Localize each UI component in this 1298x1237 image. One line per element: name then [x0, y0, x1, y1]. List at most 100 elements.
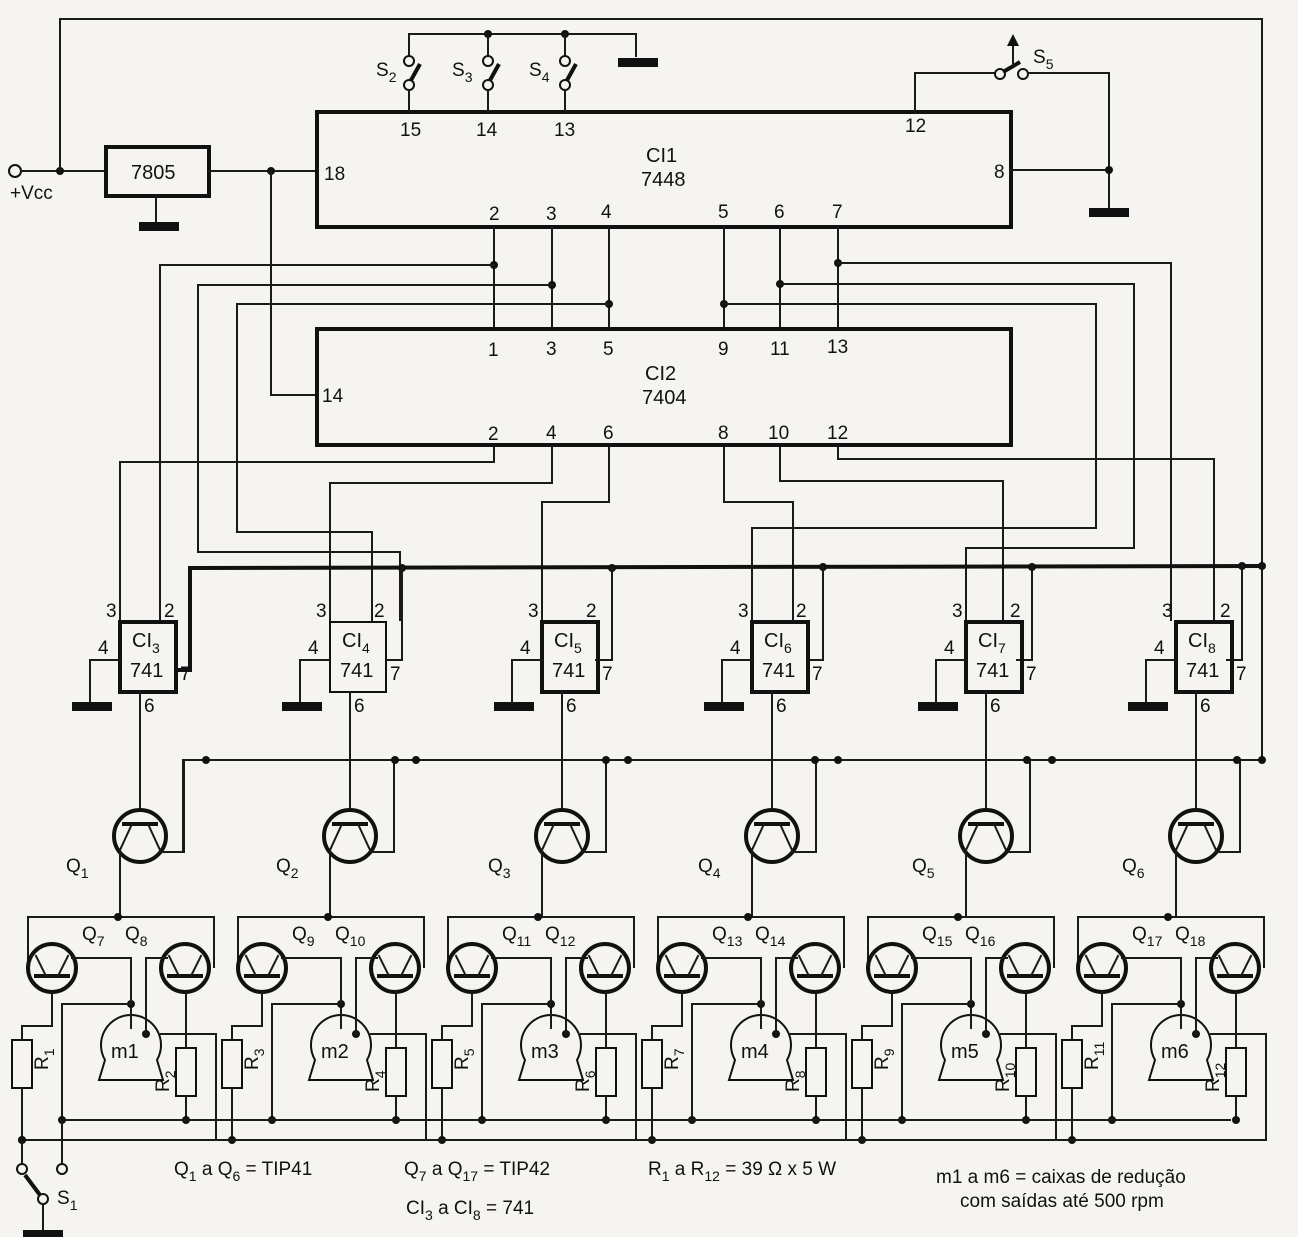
transistor-label: Q3: [488, 856, 511, 881]
pin-label: 3: [528, 601, 539, 622]
switch-s4-label: S4: [529, 60, 550, 85]
opamp-name: CI5: [554, 630, 582, 656]
pin-label: 6: [354, 696, 365, 717]
pin-label: 2: [489, 204, 500, 225]
transistor-label: Q12: [545, 924, 576, 949]
ic1-7448: CI1 7448 15 14 13 12 18 8 2 3 4 5 6 7: [315, 110, 1013, 229]
opamp-name: CI3: [132, 630, 160, 656]
resistor-icon: [641, 1039, 663, 1089]
transistor-q1: Q1: [66, 756, 210, 918]
transistor-label: Q6: [1122, 856, 1145, 881]
pin-label: 18: [324, 164, 345, 185]
ground-icon: [72, 702, 112, 711]
pin-label: 3: [1162, 601, 1173, 622]
resistor-icon: [431, 1039, 453, 1089]
pin-label: 4: [730, 638, 741, 659]
resistor-icon: [1061, 1039, 1083, 1089]
pin-label: 2: [374, 601, 385, 622]
resistor-icon: [11, 1039, 33, 1089]
ground-icon: [704, 702, 744, 711]
pin-label: 7: [390, 664, 401, 685]
ground-icon: [1128, 702, 1168, 711]
note-motors-line1: m1 a m6 = caixas de redução: [936, 1167, 1186, 1188]
pin-label: 2: [1010, 601, 1021, 622]
transistor-icon: [656, 942, 708, 994]
resistor-label: R10: [993, 1062, 1018, 1092]
pin-label: 6: [1200, 696, 1211, 717]
pin-label: 9: [718, 339, 729, 360]
pin-label: 4: [520, 638, 531, 659]
pin-label: 2: [1220, 601, 1231, 622]
note-ci3-ci8: CI3 a CI8 = 741: [406, 1198, 534, 1223]
resistor-label: R4: [363, 1070, 388, 1092]
ground-icon: [494, 702, 534, 711]
ic2-name: CI2: [645, 363, 676, 385]
pin-label: 7: [812, 664, 823, 685]
transistor-q6: Q6: [1122, 756, 1266, 918]
transistor-q4: Q4: [698, 756, 842, 918]
switch-s2-label: S2: [376, 60, 397, 85]
pin-label: 3: [106, 601, 117, 622]
transistor-icon: [744, 808, 800, 864]
transistor-icon: [999, 942, 1051, 994]
transistor-label: Q2: [276, 856, 299, 881]
transistor-icon: [534, 808, 590, 864]
pin-label: 4: [944, 638, 955, 659]
resistor-label: R11: [1082, 1042, 1107, 1070]
ic1-name: CI1: [646, 145, 677, 167]
pin-label: 8: [718, 423, 729, 444]
transistor-icon: [1076, 942, 1128, 994]
resistor-label: R5: [452, 1048, 477, 1070]
pin-label: 11: [770, 339, 790, 360]
transistor-label: Q5: [912, 856, 935, 881]
bus-wiring: [119, 226, 1266, 853]
resistor-icon: [805, 1047, 827, 1097]
resistor-icon: [851, 1039, 873, 1089]
opamp-body: [750, 620, 810, 694]
resistor-icon: [175, 1047, 197, 1097]
opamp-part: 741: [976, 660, 1009, 682]
pin-label: 1: [488, 340, 499, 361]
mode-switches: S2 S3 S4: [376, 30, 658, 113]
opamp-body: [540, 620, 600, 694]
pin-label: 2: [586, 601, 597, 622]
pin-label: 6: [566, 696, 577, 717]
note-q7-q17: Q7 a Q17 = TIP42: [404, 1159, 550, 1184]
resistor-label: R7: [662, 1048, 687, 1070]
opamp-part: 741: [762, 660, 795, 682]
pin-label: 7: [1236, 664, 1247, 685]
opamp-name: CI8: [1188, 630, 1216, 656]
pin-label: 10: [768, 423, 789, 444]
pin-label: 3: [546, 339, 557, 360]
bottom-rails: S1: [16, 1119, 1266, 1237]
opamp-part: 741: [552, 660, 585, 682]
resistor-label: R3: [242, 1048, 267, 1070]
pin-label: 3: [738, 601, 749, 622]
ground-icon: [618, 58, 658, 67]
transistor-q2: Q2: [276, 756, 420, 918]
resistor-icon: [1225, 1047, 1247, 1097]
pin-label: 4: [1154, 638, 1165, 659]
pin-label: 12: [905, 116, 926, 137]
opamp-part: 741: [130, 660, 163, 682]
transistor-label: Q14: [755, 924, 786, 949]
resistor-label: R12: [1203, 1062, 1228, 1092]
pin-label: 4: [601, 202, 612, 223]
transistor-label: Q8: [125, 924, 148, 949]
switch-s3-label: S3: [452, 60, 473, 85]
pin-label: 4: [98, 638, 109, 659]
pin-label: 5: [603, 339, 614, 360]
transistor-label: Q7: [82, 924, 105, 949]
pin-label: 7: [602, 664, 613, 685]
vcc-label: +Vcc: [10, 183, 53, 204]
pin-label: 6: [144, 696, 155, 717]
transistor-icon: [159, 942, 211, 994]
